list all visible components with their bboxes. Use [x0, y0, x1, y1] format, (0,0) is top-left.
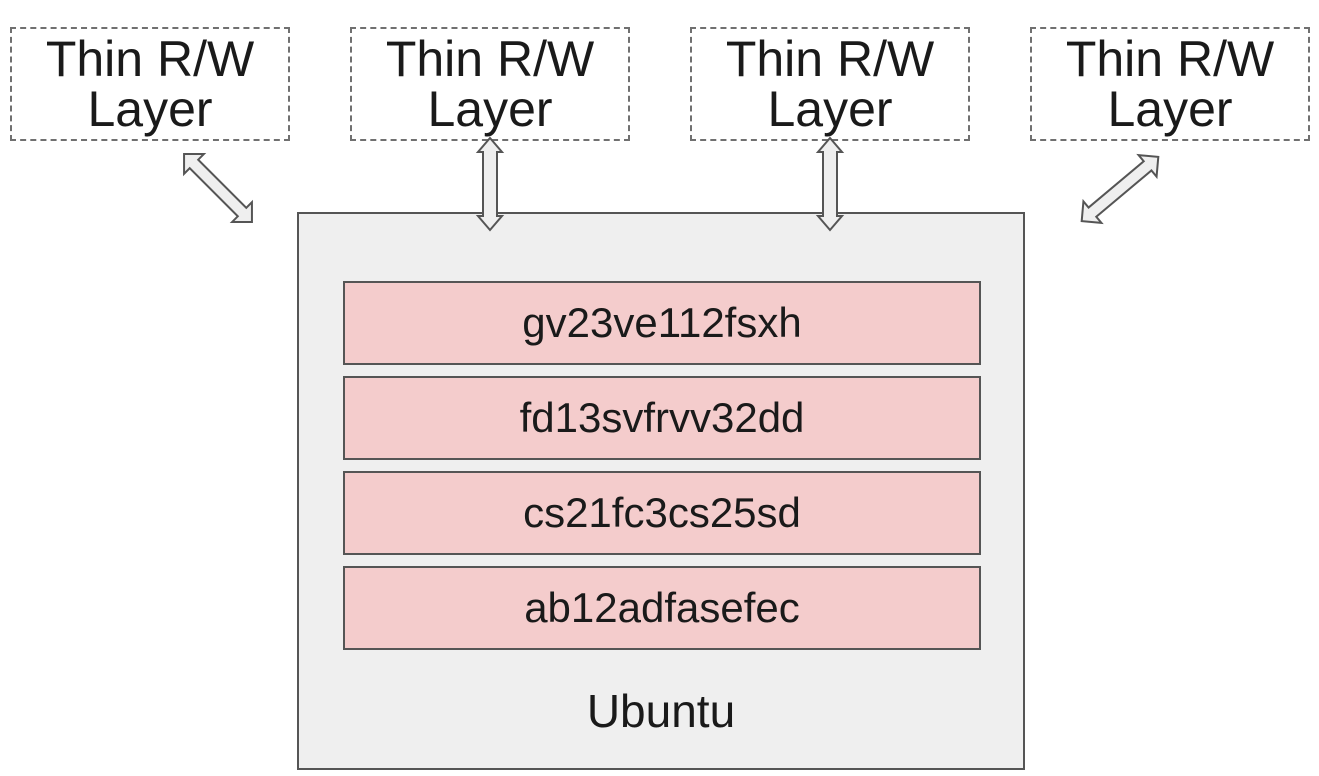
- thin-rw-layer-4-line2: Layer: [1107, 81, 1233, 137]
- double-arrow-1: [183, 153, 253, 223]
- thin-rw-layer-3-line1: Thin R/W: [725, 31, 935, 87]
- base-image-label: Ubuntu: [586, 685, 736, 737]
- double-arrow-2: [475, 136, 505, 232]
- thin-rw-layer-4: Thin R/W Layer: [1030, 27, 1310, 141]
- image-layer-2-id: fd13svfrvv32dd: [519, 394, 805, 441]
- image-layer-3: cs21fc3cs25sd: [343, 471, 981, 555]
- container-image-box: gv23ve112fsxh fd13svfrvv32dd cs21fc3cs25…: [297, 212, 1025, 770]
- image-layer-4-id: ab12adfasefec: [524, 584, 800, 631]
- thin-rw-layer-4-line1: Thin R/W: [1065, 31, 1275, 87]
- thin-rw-layer-1-line1: Thin R/W: [45, 31, 255, 87]
- image-layer-4: ab12adfasefec: [343, 566, 981, 650]
- image-layer-3-id: cs21fc3cs25sd: [523, 489, 801, 536]
- image-layer-1-id: gv23ve112fsxh: [522, 299, 802, 346]
- image-layer-1: gv23ve112fsxh: [343, 281, 981, 365]
- image-layer-2: fd13svfrvv32dd: [343, 376, 981, 460]
- thin-rw-layer-3-line2: Layer: [767, 81, 893, 137]
- thin-rw-layer-2-line2: Layer: [427, 81, 553, 137]
- double-arrow-4: [1080, 153, 1160, 225]
- thin-rw-layer-1-line2: Layer: [87, 81, 213, 137]
- thin-rw-layer-2: Thin R/W Layer: [350, 27, 630, 141]
- double-arrow-3: [815, 136, 845, 232]
- thin-rw-layer-1: Thin R/W Layer: [10, 27, 290, 141]
- thin-rw-layer-2-line1: Thin R/W: [385, 31, 595, 87]
